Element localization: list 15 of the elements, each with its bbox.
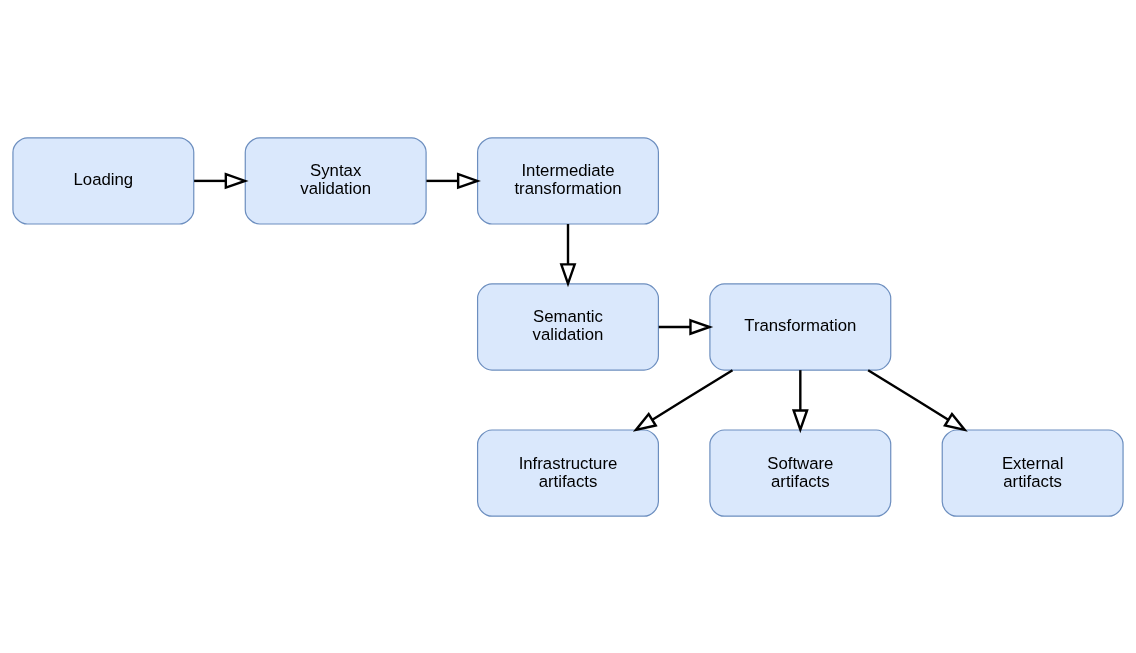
arrow [791,369,809,433]
arrow [867,368,968,432]
node-box: Loading [12,136,195,225]
node-box: Intermediate transformation [477,136,659,225]
node-box: Infrastructure artifacts [477,428,659,517]
arrow [658,318,714,335]
node-box: Software artifacts [709,428,892,517]
node-box: Syntax validation [244,136,427,225]
arrow [426,172,481,189]
arrow [559,223,577,287]
arrow [632,368,734,432]
arrow [194,172,249,189]
node-box: External artifacts [941,428,1124,517]
node-box: Semantic validation [477,282,659,371]
node-box: Transformation [709,282,892,371]
